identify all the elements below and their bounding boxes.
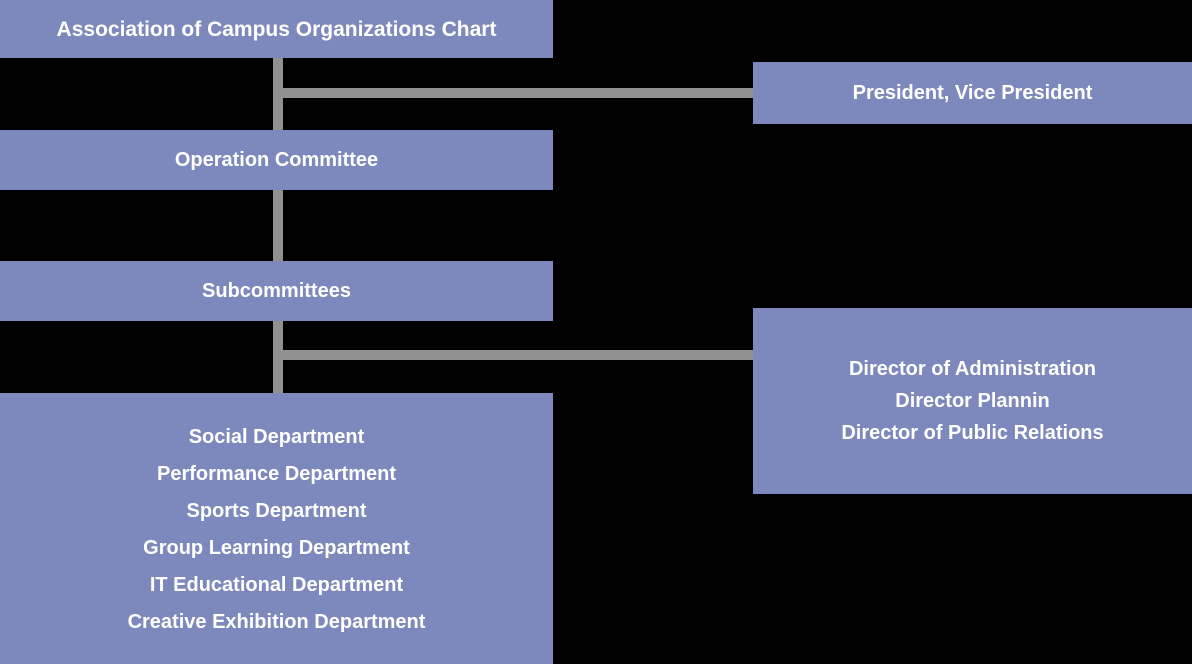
- node-subcommittees-label: Subcommittees: [202, 280, 351, 302]
- node-chart-title-label: Association of Campus Organizations Char…: [56, 17, 497, 41]
- node-departments-line: Group Learning Department: [143, 537, 410, 559]
- node-departments-line: IT Educational Department: [149, 574, 404, 596]
- node-operation-committee: Operation Committee: [0, 130, 553, 190]
- node-operation-committee-label: Operation Committee: [174, 149, 379, 171]
- connector-title-to-president: [273, 88, 753, 98]
- node-departments-line: Social Department: [188, 426, 365, 448]
- node-directors-line: Director of Administration: [848, 358, 1097, 380]
- node-directors-line: Director of Public Relations: [841, 422, 1104, 444]
- connector-operation-committee-to-subcommittees: [273, 190, 283, 261]
- node-departments-line: Sports Department: [186, 500, 367, 522]
- node-subcommittees: Subcommittees: [0, 261, 553, 321]
- node-president: President, Vice President: [753, 62, 1192, 124]
- connector-subcommittees-to-directors: [273, 350, 753, 360]
- node-departments-line: Creative Exhibition Department: [127, 611, 426, 633]
- node-chart-title: Association of Campus Organizations Char…: [0, 0, 553, 58]
- node-departments-line: Performance Department: [157, 463, 396, 485]
- node-departments: Social Department Performance Department…: [0, 393, 553, 664]
- node-directors-line: Director Plannin: [895, 390, 1050, 412]
- node-directors: Director of Administration Director Plan…: [753, 308, 1192, 494]
- node-president-label: President, Vice President: [852, 82, 1093, 104]
